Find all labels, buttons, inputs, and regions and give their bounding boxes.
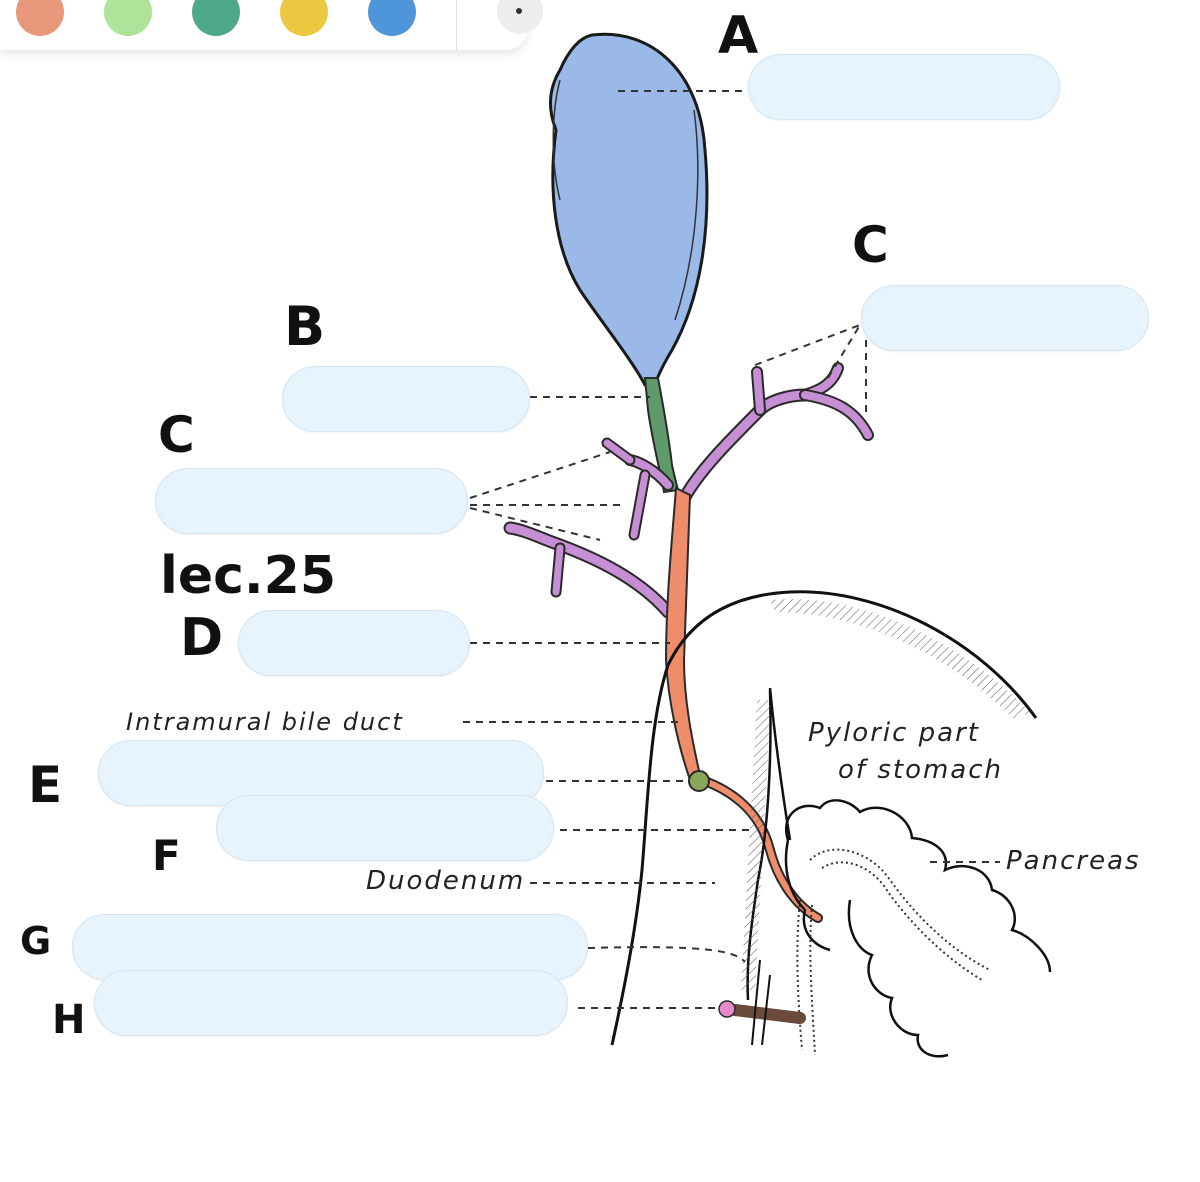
answer-box-d[interactable] [238, 610, 470, 676]
duodenum-outline [610, 664, 670, 1046]
label-pancreas: Pancreas [1006, 846, 1141, 876]
pancreas-outline [784, 799, 1052, 973]
label-f: F [152, 831, 181, 880]
answer-box-c-right[interactable] [861, 285, 1149, 351]
label-duodenum: Duodenum [366, 866, 526, 896]
answer-box-f[interactable] [216, 795, 554, 861]
answer-box-c-left[interactable] [155, 468, 468, 534]
stomach-hatching [770, 599, 1030, 720]
swatch-light-green[interactable] [104, 0, 152, 36]
hepatic-ducts [503, 362, 874, 619]
label-d: D [180, 608, 224, 668]
label-h: H [52, 997, 86, 1043]
pyloric-stomach-outline [666, 590, 1038, 719]
sphincter-node [688, 770, 710, 792]
swatch-blue[interactable] [368, 0, 416, 36]
stomach-wall-line [768, 687, 792, 841]
label-c-right: C [852, 216, 889, 274]
lecture-note: lec.25 [160, 546, 337, 606]
label-pyloric-line1: Pyloric part [808, 718, 980, 748]
answer-box-g[interactable] [72, 914, 588, 980]
swatch-yellow[interactable] [280, 0, 328, 36]
swatch-salmon[interactable] [16, 0, 64, 36]
answer-box-b[interactable] [282, 366, 530, 432]
cystic-duct [643, 377, 680, 494]
right-hepatic-duct [678, 388, 812, 504]
gallbladder-inner-outline-2 [674, 109, 699, 321]
common-bile-duct [664, 486, 702, 782]
label-intramural-bile-duct: Intramural bile duct [126, 708, 404, 736]
label-c-left: C [158, 406, 195, 464]
color-palette-toolbar [0, 0, 543, 50]
right-hepatic-duct-fill [680, 390, 810, 502]
label-g: G [20, 919, 52, 963]
gallbladder [548, 32, 709, 387]
label-a: A [718, 6, 759, 66]
more-icon [516, 8, 522, 14]
pancreas-inner-dotted [809, 848, 991, 971]
left-hepatic-duct [503, 521, 675, 619]
answer-box-a[interactable] [748, 54, 1060, 120]
label-pyloric-line2: of stomach [838, 755, 1004, 785]
toolbar-divider [456, 0, 457, 50]
swatch-teal[interactable] [192, 0, 240, 36]
label-e: E [28, 756, 63, 814]
pancreas-lower-lobes [847, 899, 949, 1058]
label-b: B [284, 295, 326, 358]
leader-lines [463, 90, 1000, 1009]
answer-box-h[interactable] [94, 970, 568, 1036]
major-papilla [718, 1000, 736, 1018]
gallbladder-inner-outline [552, 79, 561, 201]
